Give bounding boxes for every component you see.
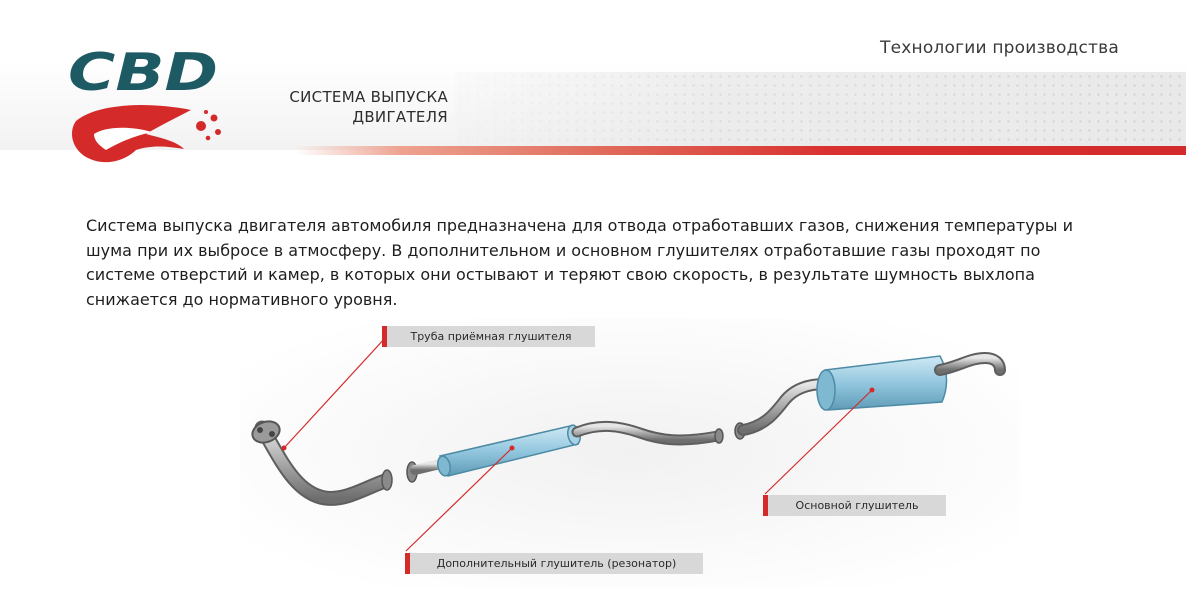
svg-text:CBD: CBD — [68, 46, 218, 103]
page-title: СИСТЕМА ВЫПУСКА ДВИГАТЕЛЯ — [250, 87, 448, 127]
header-dot-pattern — [455, 72, 1186, 148]
pointer-intake — [283, 336, 387, 449]
resonator-section — [406, 420, 724, 483]
cbd-logo: CBD — [66, 43, 231, 175]
pointer-main — [764, 389, 873, 495]
intro-paragraph: Система выпуска двигателя автомобиля пре… — [86, 216, 1073, 309]
fish-logo-icon: CBD — [68, 43, 221, 163]
page-title-line1: СИСТЕМА ВЫПУСКА — [289, 88, 448, 106]
intake-pipe — [251, 420, 393, 506]
pointer-resonator — [405, 447, 513, 552]
exhaust-diagram — [240, 318, 1020, 588]
label-intake-pipe: Труба приёмная глушителя — [382, 326, 595, 347]
label-resonator: Дополнительный глушитель (резонатор) — [405, 553, 703, 574]
exhaust-system-illustration — [240, 318, 1020, 588]
label-main-muffler: Основной глушитель — [763, 495, 946, 516]
section-name: Технологии производства — [880, 38, 1119, 58]
page-title-line2: ДВИГАТЕЛЯ — [352, 108, 448, 126]
main-muffler-section — [734, 351, 1006, 440]
header-red-stripe — [295, 146, 1186, 155]
